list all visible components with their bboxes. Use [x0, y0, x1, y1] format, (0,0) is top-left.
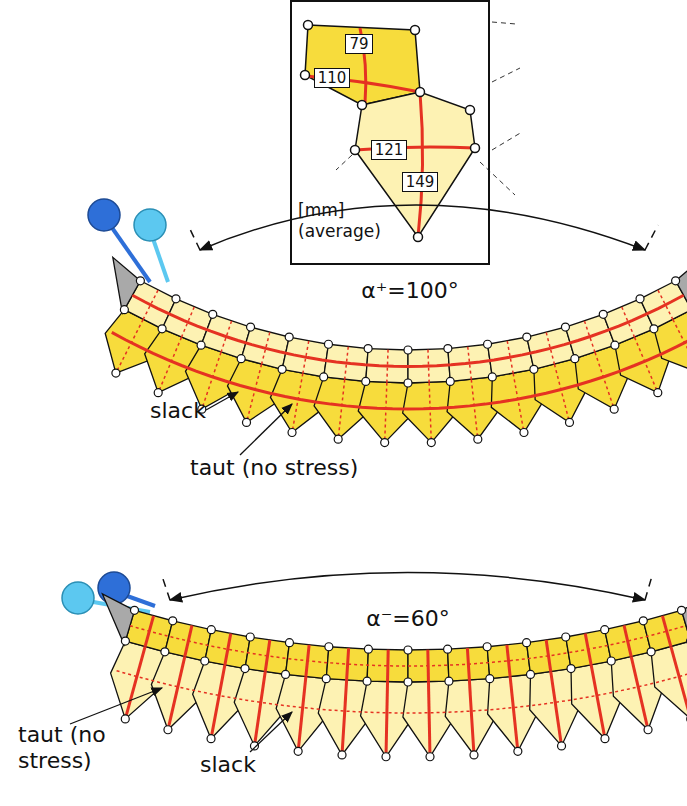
- callout-number: 110: [314, 68, 351, 88]
- state-label: slack: [200, 752, 256, 778]
- state-label: taut (no stress): [18, 722, 136, 774]
- callout-number: 110: [318, 69, 347, 87]
- callout-number: 121: [375, 141, 404, 159]
- cell-ring: [102, 594, 687, 761]
- leader-line: [70, 392, 292, 752]
- angle-label: α⁻=60°: [366, 606, 450, 632]
- callout-number: 79: [345, 34, 372, 54]
- cell-ring: [105, 257, 687, 446]
- callout-number: 121: [371, 140, 408, 160]
- state-label: slack: [150, 398, 206, 424]
- inset-panel: [mm] (average) 79110 121149: [290, 0, 490, 265]
- unit-note: [mm] (average): [298, 200, 384, 242]
- angle-label: α⁺=100°: [361, 278, 459, 304]
- callout-number: 79: [349, 35, 368, 53]
- callout-number: 149: [402, 172, 439, 192]
- state-label: taut (no stress): [190, 455, 358, 481]
- callout-number: 149: [406, 173, 435, 191]
- inset-ground: [290, 0, 490, 265]
